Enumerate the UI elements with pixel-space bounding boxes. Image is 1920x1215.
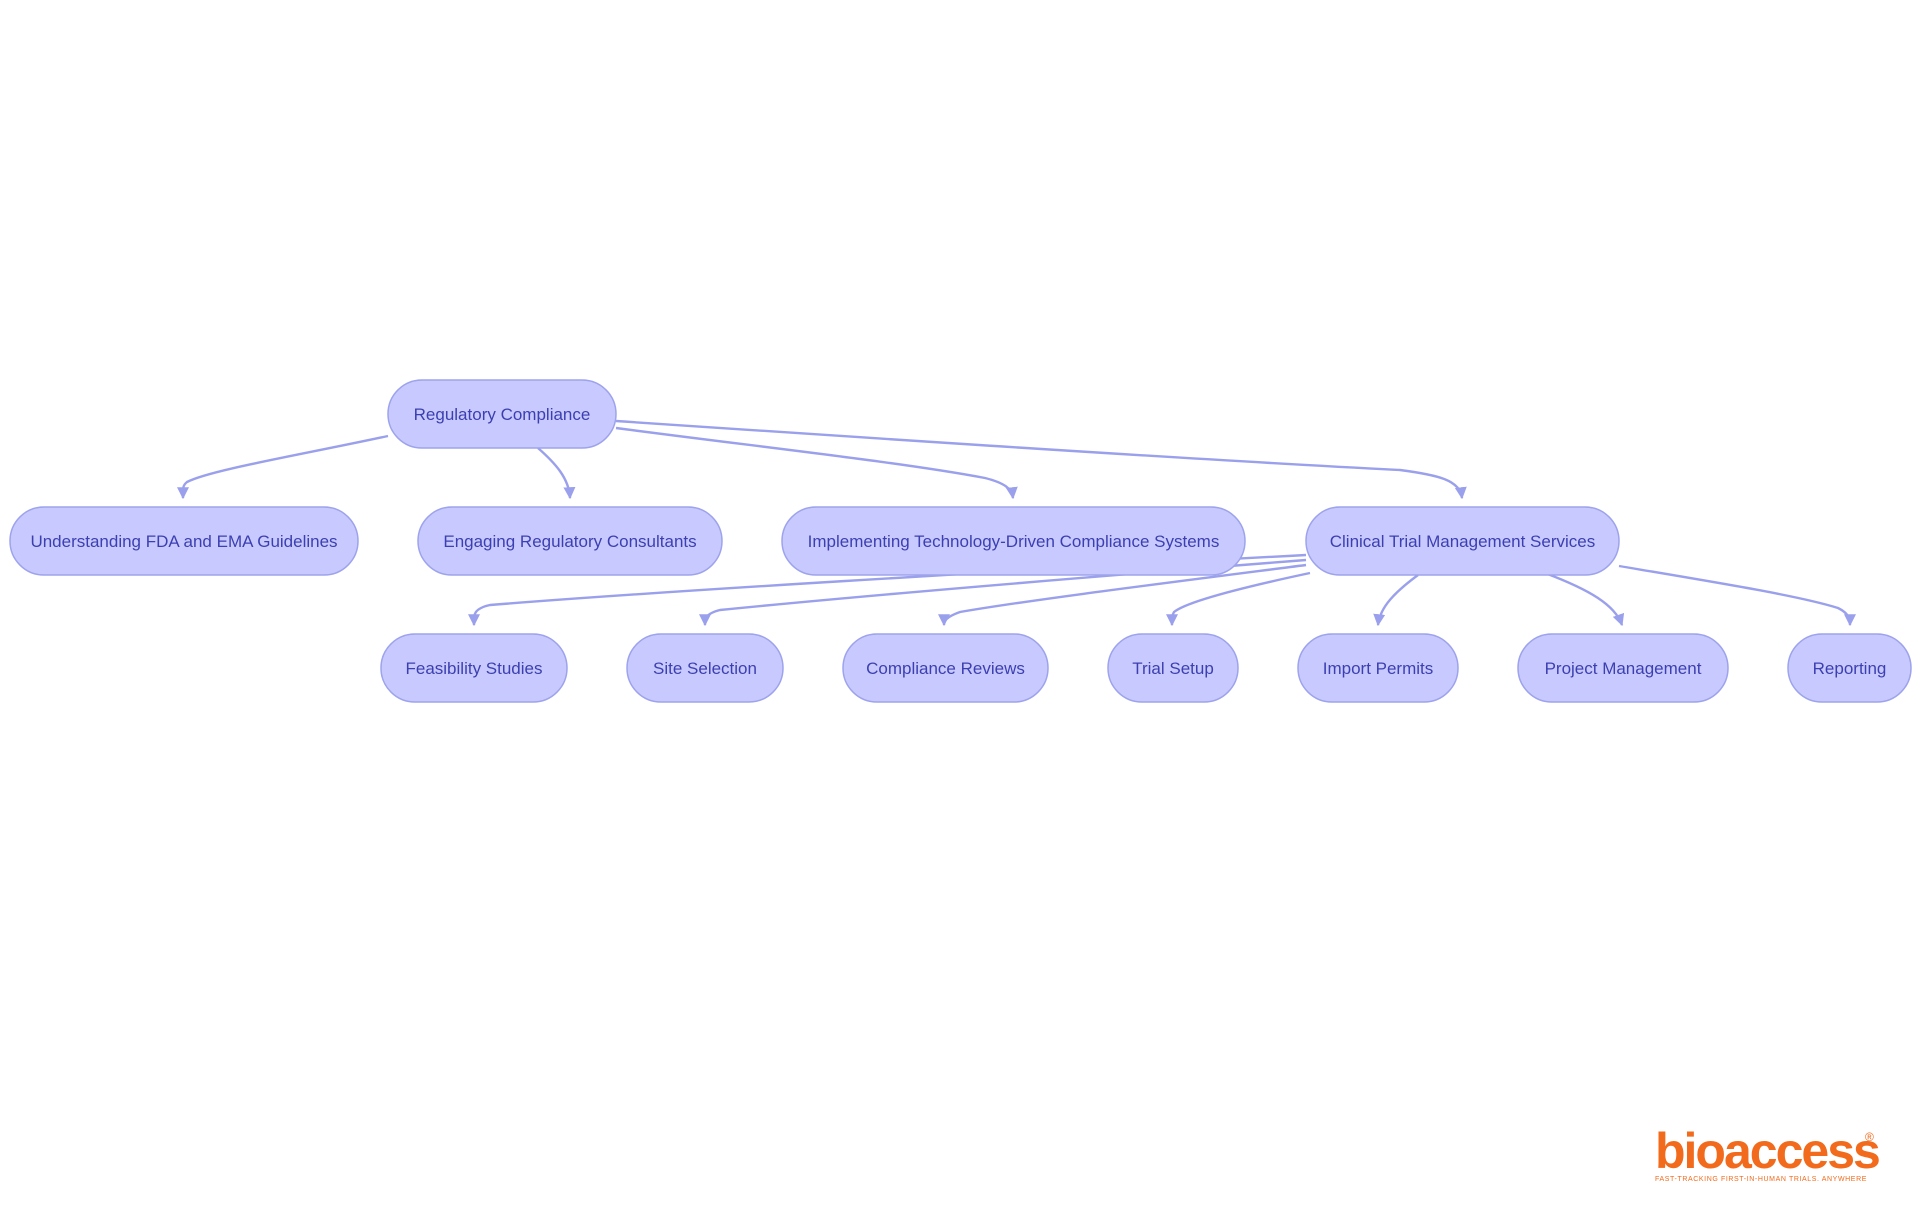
registered-mark-icon: ® <box>1865 1130 1874 1144</box>
node-import: Import Permits <box>1297 633 1459 703</box>
node-setup: Trial Setup <box>1107 633 1239 703</box>
node-feas: Feasibility Studies <box>380 633 568 703</box>
node-box <box>1517 633 1729 703</box>
node-label: Understanding FDA and EMA Guidelines <box>30 532 337 551</box>
node-box <box>9 506 359 576</box>
node-box <box>1297 633 1459 703</box>
logo-tagline: FAST-TRACKING FIRST-IN-HUMAN TRIALS. ANY… <box>1655 1176 1868 1183</box>
node-report: Reporting <box>1787 633 1912 703</box>
edge-root-tech <box>615 426 1018 500</box>
node-box <box>1305 506 1620 576</box>
edge-root-fda <box>176 434 389 500</box>
edge-ctms-import <box>1373 574 1419 627</box>
edge-root-ctms <box>615 419 1467 500</box>
node-label: Site Selection <box>653 659 757 678</box>
node-box <box>380 633 568 703</box>
node-box <box>842 633 1049 703</box>
node-box <box>417 506 723 576</box>
node-root: Regulatory Compliance <box>387 379 617 449</box>
node-pm: Project Management <box>1517 633 1729 703</box>
node-label: Implementing Technology-Driven Complianc… <box>808 532 1220 551</box>
edge-ctms-report <box>1618 564 1856 627</box>
node-fda: Understanding FDA and EMA Guidelines <box>9 506 359 576</box>
node-label: Engaging Regulatory Consultants <box>443 532 696 551</box>
node-label: Trial Setup <box>1132 659 1214 678</box>
node-tech: Implementing Technology-Driven Complianc… <box>781 506 1246 576</box>
edge-ctms-setup <box>1165 571 1311 627</box>
node-box <box>387 379 617 449</box>
node-comp: Compliance Reviews <box>842 633 1049 703</box>
node-label: Import Permits <box>1323 659 1434 678</box>
node-box <box>626 633 784 703</box>
node-label: Feasibility Studies <box>405 659 542 678</box>
node-label: Reporting <box>1813 659 1887 678</box>
edge-ctms-comp <box>938 563 1307 627</box>
node-box <box>781 506 1246 576</box>
node-site: Site Selection <box>626 633 784 703</box>
edge-ctms-pm <box>1544 571 1625 627</box>
node-box <box>1107 633 1239 703</box>
node-label: Project Management <box>1545 659 1702 678</box>
node-consult: Engaging Regulatory Consultants <box>417 506 723 576</box>
logo-wordmark: bioaccess <box>1655 1123 1881 1179</box>
node-box <box>1787 633 1912 703</box>
edge-root-consult <box>537 447 576 500</box>
node-label: Regulatory Compliance <box>414 405 591 424</box>
node-ctms: Clinical Trial Management Services <box>1305 506 1620 576</box>
node-label: Compliance Reviews <box>866 659 1025 678</box>
node-label: Clinical Trial Management Services <box>1330 532 1596 551</box>
bioaccess-logo: bioaccess ® FAST-TRACKING FIRST-IN-HUMAN… <box>1655 1123 1885 1184</box>
